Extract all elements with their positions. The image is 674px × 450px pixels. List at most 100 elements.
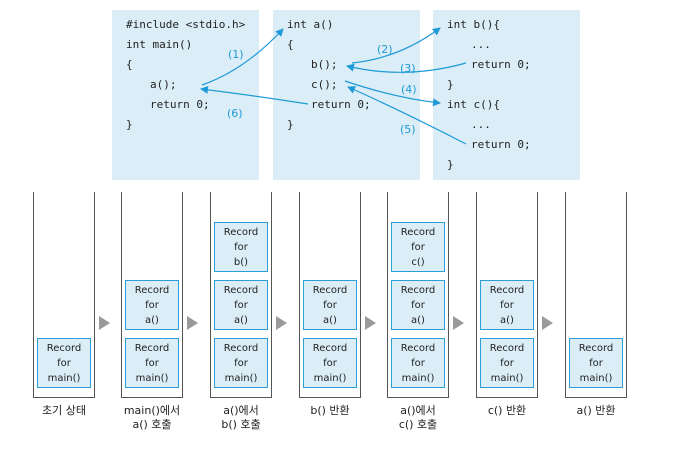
record-label: a(): [411, 314, 425, 326]
code-line: return 0;: [471, 138, 531, 151]
caption-line: c() 호출: [398, 418, 438, 431]
step-arrow-icon: [453, 316, 464, 330]
record-label: a(): [500, 314, 514, 326]
code-line: a();: [150, 78, 177, 91]
record-label: for: [500, 357, 514, 369]
record-label: for: [323, 299, 337, 311]
record-label: main(): [579, 372, 613, 384]
record-label: Record: [578, 342, 614, 354]
stack-1: Record for main(): [33, 192, 95, 398]
record-label: Record: [489, 342, 525, 354]
code-line: }: [447, 78, 454, 91]
record-label: for: [234, 357, 248, 369]
record-label: main(): [47, 372, 81, 384]
record-label: c(): [411, 256, 425, 268]
record-label: for: [323, 357, 337, 369]
record-label: Record: [400, 284, 436, 296]
code-line: int b(){: [447, 18, 500, 31]
record-label: for: [234, 241, 248, 253]
code-line: b();: [311, 58, 338, 71]
record-label: Record: [134, 342, 170, 354]
code-line: #include <stdio.h>: [126, 18, 246, 31]
caption-line: a() 반환: [576, 404, 616, 417]
record-label: Record: [312, 284, 348, 296]
arrow-label: (4): [401, 83, 417, 96]
code-line: ...: [471, 118, 491, 131]
arrow-call-b: [351, 27, 441, 64]
activation-record: Record for main(): [480, 338, 534, 388]
step-arrow-icon: [276, 316, 287, 330]
caption-line: 초기 상태: [42, 404, 86, 417]
arrow-label: (1): [228, 48, 244, 61]
caption-line: c() 반환: [487, 404, 527, 417]
arrow-label: (2): [377, 43, 393, 56]
activation-record: Record for main(): [569, 338, 623, 388]
arrow-return-a: [200, 85, 309, 105]
record-label: main(): [313, 372, 347, 384]
record-label: Record: [400, 342, 436, 354]
step-arrow-icon: [365, 316, 376, 330]
arrow-call-c: [344, 80, 441, 107]
code-line: }: [126, 118, 133, 131]
bc-code-panel: int b(){ ... return 0; } int c(){ ... re…: [433, 10, 580, 180]
arrow-return-c: [347, 86, 467, 145]
stack-6: Record for a() Record for main(): [476, 192, 538, 398]
record-label: for: [411, 299, 425, 311]
activation-record: Record for main(): [37, 338, 91, 388]
step-arrow-icon: [99, 316, 110, 330]
code-line: int c(){: [447, 98, 500, 111]
code-line: return 0;: [311, 98, 371, 111]
caption-line: a() 호출: [132, 418, 172, 431]
caption-line: b() 호출: [221, 418, 261, 431]
record-label: for: [589, 357, 603, 369]
record-label: for: [500, 299, 514, 311]
record-label: Record: [312, 342, 348, 354]
step-arrow-icon: [187, 316, 198, 330]
code-line: return 0;: [471, 58, 531, 71]
record-label: Record: [46, 342, 82, 354]
code-line: int main(): [126, 38, 193, 51]
code-line: c();: [311, 78, 338, 91]
main-code-panel: #include <stdio.h> int main() { a(); ret…: [112, 10, 259, 180]
record-label: a(): [234, 314, 248, 326]
caption-line: a()에서: [400, 404, 436, 417]
code-line: {: [126, 58, 133, 71]
activation-record: Record for a(): [391, 280, 445, 330]
record-label: for: [234, 299, 248, 311]
record-label: b(): [233, 256, 249, 268]
code-line: return 0;: [150, 98, 210, 111]
record-label: main(): [224, 372, 258, 384]
arrow-call-a: [201, 28, 284, 86]
caption-line: a()에서: [223, 404, 259, 417]
record-label: Record: [223, 342, 259, 354]
record-label: main(): [490, 372, 524, 384]
stack-caption: a() 반환: [551, 404, 641, 418]
record-label: Record: [489, 284, 525, 296]
arrow-label: (5): [400, 123, 416, 136]
record-label: main(): [401, 372, 435, 384]
arrow-return-b: [346, 62, 467, 73]
record-label: main(): [135, 372, 169, 384]
record-label: a(): [145, 314, 159, 326]
record-label: for: [411, 241, 425, 253]
code-line: }: [447, 158, 454, 171]
arrow-label: (6): [227, 107, 243, 120]
code-line: int a(): [287, 18, 334, 31]
activation-record: Record for a(): [480, 280, 534, 330]
call-flow-arrows: [200, 27, 467, 145]
activation-record: Record for main(): [214, 338, 268, 388]
code-line: }: [287, 118, 294, 131]
activation-record: Record for main(): [303, 338, 357, 388]
record-label: for: [57, 357, 71, 369]
